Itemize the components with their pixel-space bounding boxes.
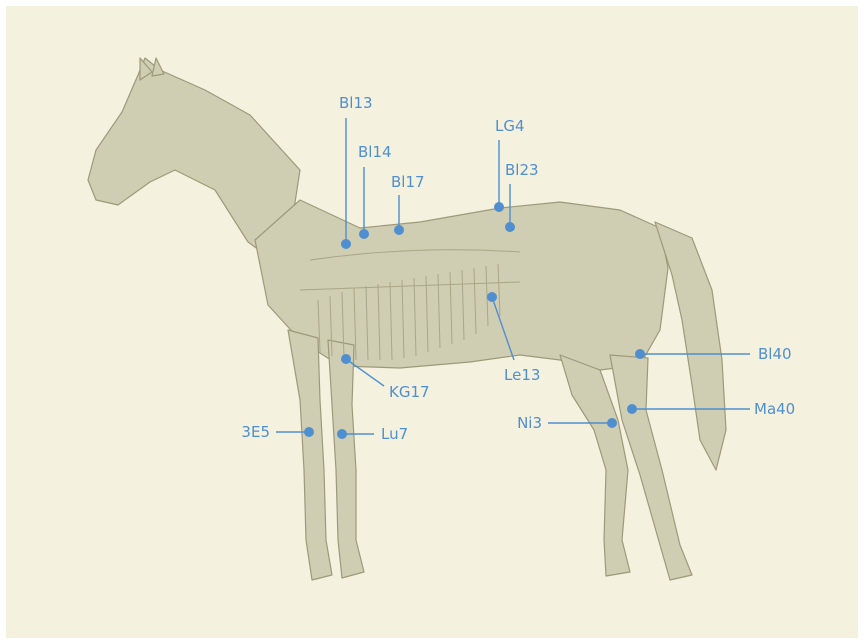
acupoint-label-bl40: Bl40 — [758, 345, 792, 363]
acupoint-dot-kg17 — [341, 354, 351, 364]
horse-anatomy-illustration — [88, 58, 726, 580]
acupoint-dot-bl40 — [635, 349, 645, 359]
acupoint-label-lg4: LG4 — [495, 117, 525, 135]
acupoint-label-bl13: Bl13 — [339, 94, 373, 112]
acupoint-label-kg17: KG17 — [389, 383, 430, 401]
acupoint-dot-bl23 — [505, 222, 515, 232]
acupoint-dot-bl14 — [359, 229, 369, 239]
acupoint-dot-le13 — [487, 292, 497, 302]
acupoint-label-ni3: Ni3 — [517, 414, 542, 432]
acupoint-label-ma40: Ma40 — [754, 400, 795, 418]
acupoint-label-bl17: Bl17 — [391, 173, 425, 191]
acupoint-dot-lg4 — [494, 202, 504, 212]
acupoint-dot-ni3 — [607, 418, 617, 428]
acupoint-dot-lu7 — [337, 429, 347, 439]
acupoint-label-lu7: Lu7 — [381, 425, 408, 443]
acupoint-dot-ma40 — [627, 404, 637, 414]
acupoint-dot-bl13 — [341, 239, 351, 249]
acupoint-label-3e5: 3E5 — [241, 423, 270, 441]
acupoint-dot-3e5 — [304, 427, 314, 437]
acupoint-label-bl14: Bl14 — [358, 143, 392, 161]
acupoint-label-bl23: Bl23 — [505, 161, 539, 179]
acupoint-dot-bl17 — [394, 225, 404, 235]
acupoint-label-le13: Le13 — [504, 366, 540, 384]
